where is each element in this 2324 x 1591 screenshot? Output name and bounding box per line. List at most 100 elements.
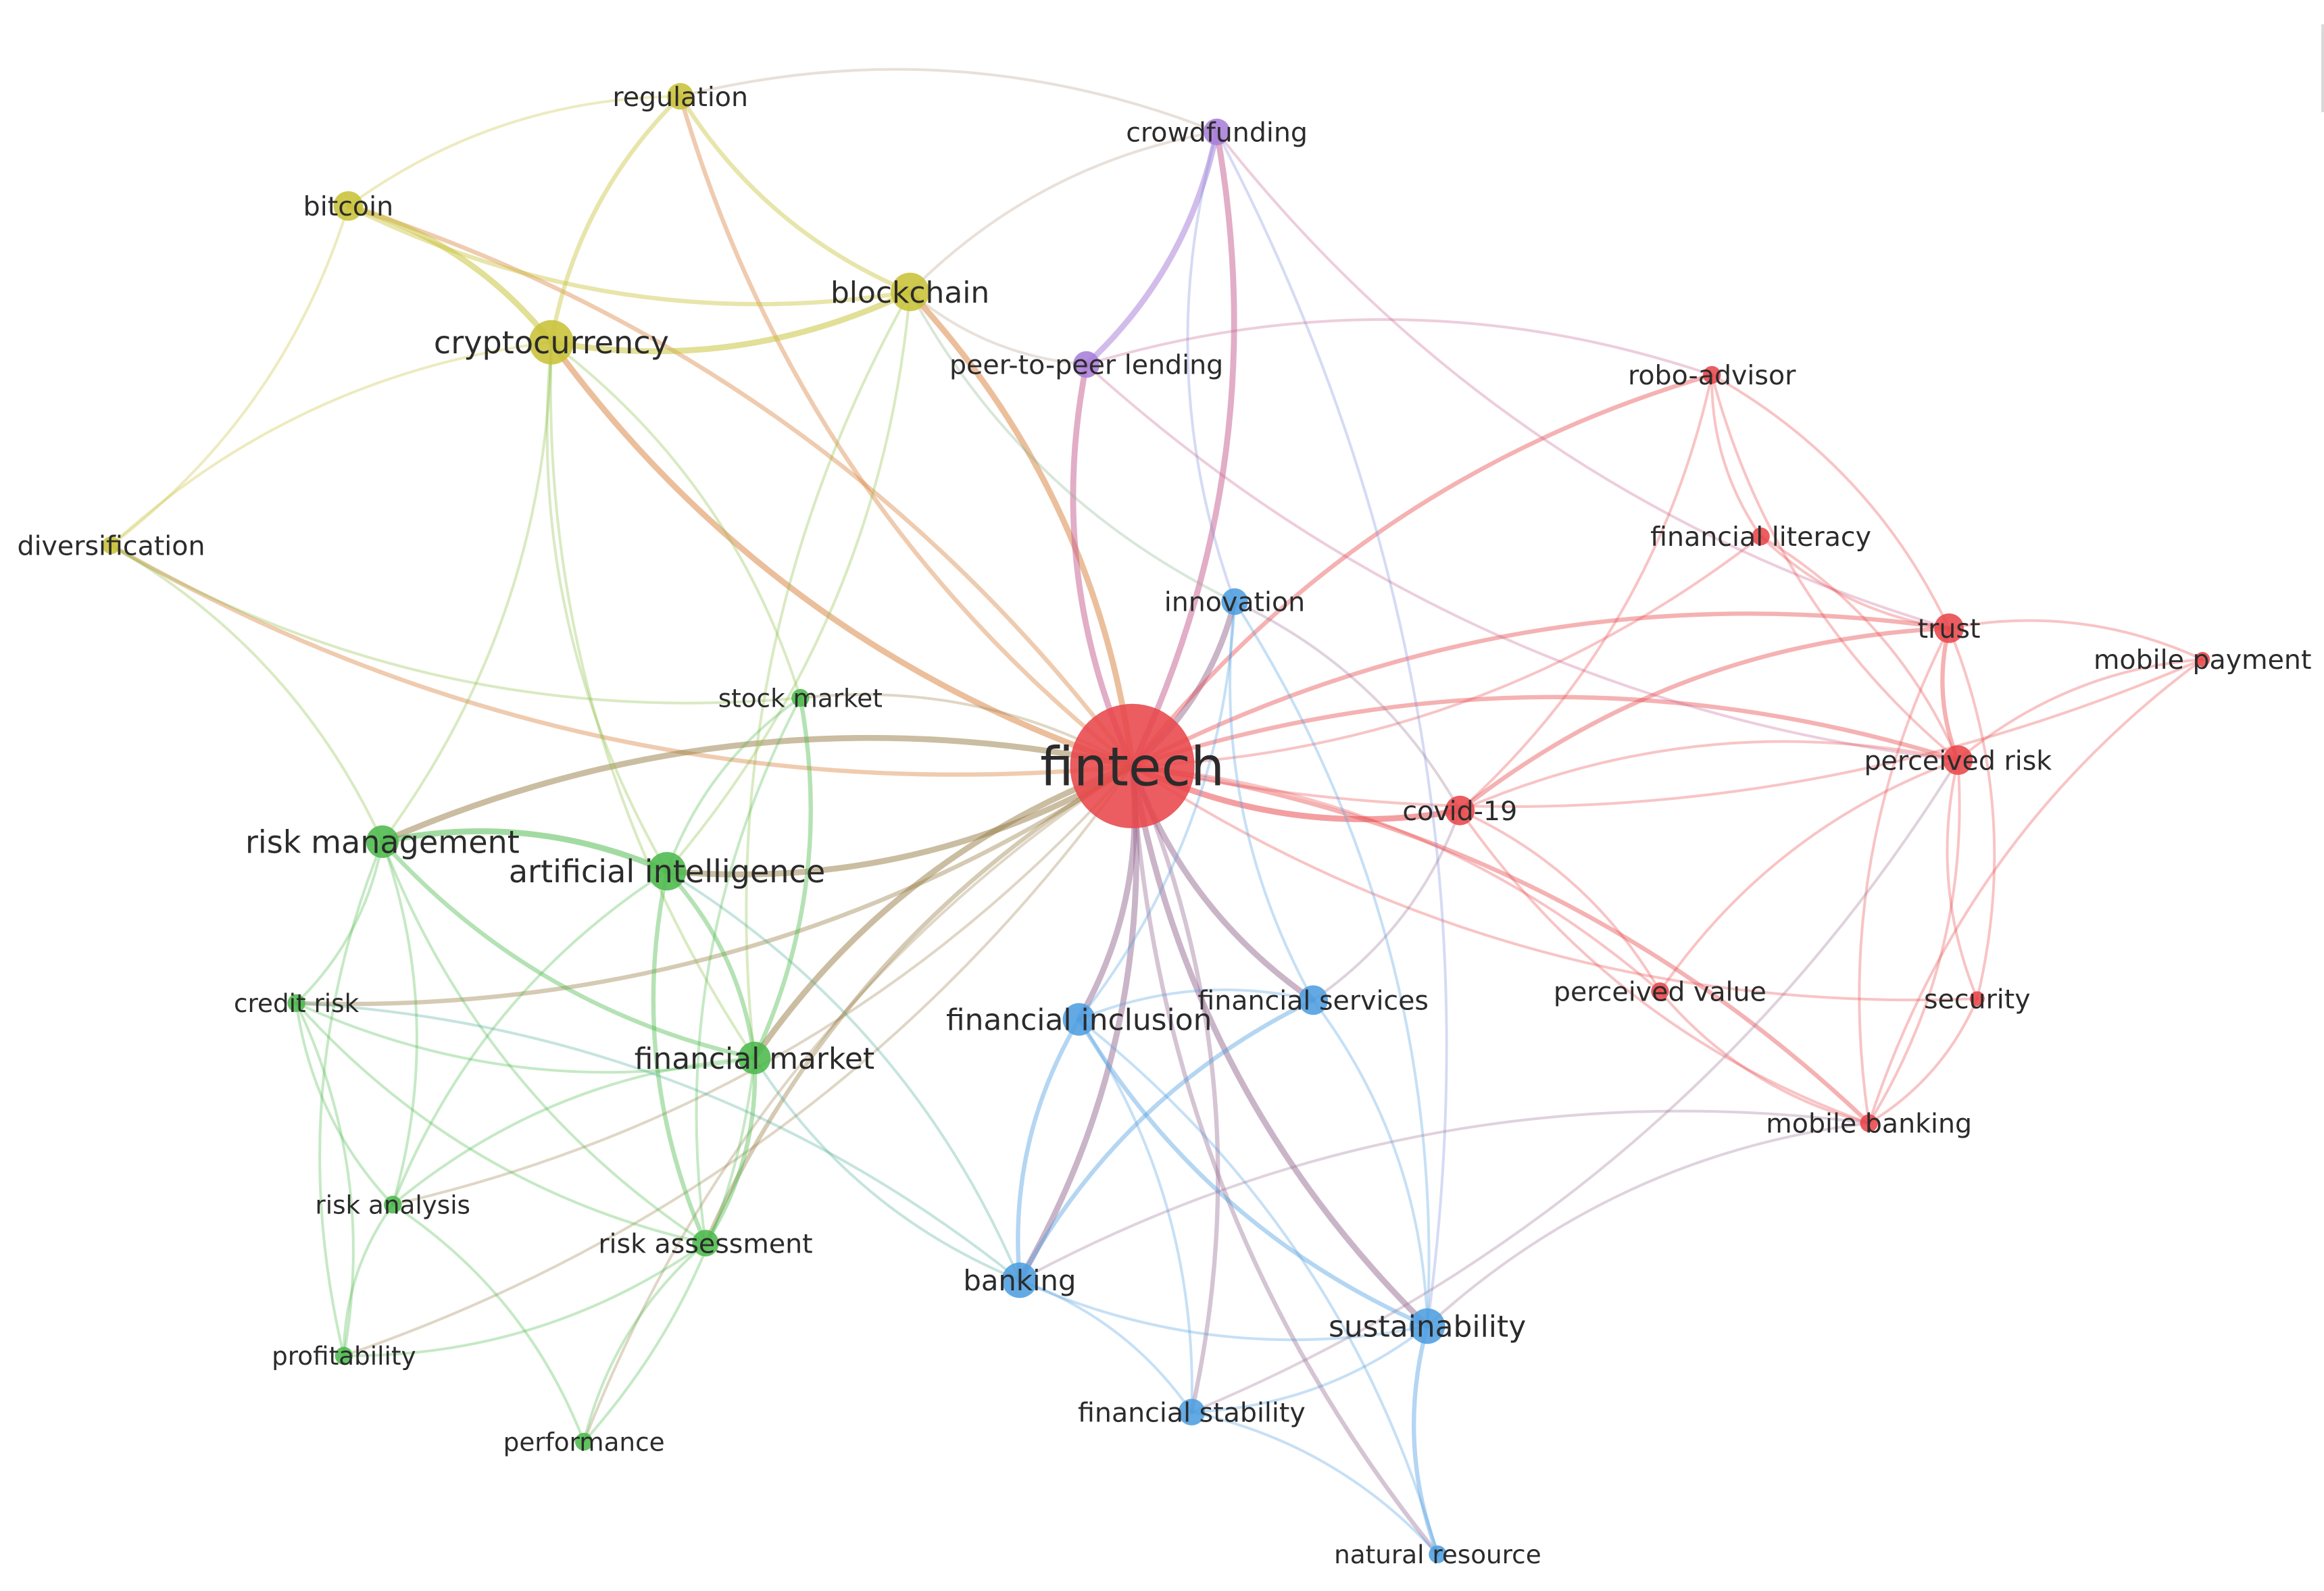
link-trust-mobbank [1858, 626, 1951, 1125]
label-crypto[interactable]: cryptocurrency [434, 324, 669, 361]
link-sustain-mobbank [1426, 1121, 1871, 1328]
label-finserv[interactable]: financial services [1197, 986, 1429, 1017]
label-percrisk[interactable]: perceived risk [1864, 745, 2052, 776]
node-security[interactable] [1969, 991, 1985, 1007]
link-percval-mobbank [1658, 990, 1871, 1125]
node-mobpay[interactable] [2195, 652, 2210, 667]
link-credit-riskas [295, 1001, 707, 1245]
label-perf[interactable]: performance [503, 1427, 665, 1457]
node-riskan[interactable] [384, 1195, 402, 1214]
link-riskas-profit [342, 1242, 707, 1357]
label-bitcoin[interactable]: bitcoin [303, 191, 393, 222]
node-finserv[interactable] [1298, 985, 1329, 1015]
link-riskmgmt-riskas [380, 840, 707, 1245]
node-finmkt[interactable] [738, 1041, 771, 1075]
label-security[interactable]: security [1924, 984, 2031, 1015]
node-blockchain[interactable] [891, 272, 930, 311]
node-fininc[interactable] [1062, 1003, 1095, 1036]
node-finlit[interactable] [1752, 527, 1770, 546]
label-sustain[interactable]: sustainability [1329, 1310, 1526, 1344]
node-riskmgmt[interactable] [366, 825, 399, 858]
node-percrisk[interactable] [1943, 745, 1973, 775]
link-fintech-trust [1130, 611, 1952, 769]
label-ai[interactable]: artificial intelligence [509, 853, 825, 890]
node-riskas[interactable] [692, 1230, 719, 1257]
link-trust-covid [1458, 626, 1952, 813]
node-finstab[interactable] [1178, 1398, 1206, 1425]
label-natres[interactable]: natural resource [1334, 1540, 1541, 1569]
label-stock[interactable]: stock market [718, 683, 883, 713]
node-credit[interactable] [287, 994, 305, 1013]
node-sustain[interactable] [1409, 1308, 1445, 1344]
link-finserv-sustain [1312, 999, 1429, 1328]
node-robo[interactable] [1703, 365, 1721, 384]
label-mobpay[interactable]: mobile payment [2094, 645, 2311, 676]
link-riskmgmt-finmkt [380, 839, 757, 1061]
label-banking[interactable]: banking [963, 1264, 1076, 1297]
label-fininc[interactable]: financial inclusion [946, 1003, 1212, 1038]
node-innov[interactable] [1221, 588, 1248, 615]
label-blockchain[interactable]: blockchain [831, 276, 989, 310]
label-fintech[interactable]: fintech [1040, 736, 1225, 798]
label-finstab[interactable]: financial stability [1078, 1397, 1306, 1428]
label-robo[interactable]: robo-advisor [1628, 360, 1796, 391]
label-trust[interactable]: trust [1918, 613, 1981, 645]
node-covid[interactable] [1445, 795, 1475, 826]
link-blockchain-innov [908, 291, 1236, 603]
label-profit[interactable]: profitability [272, 1341, 416, 1371]
link-ai-banking [666, 869, 1021, 1282]
node-fintech[interactable] [1070, 703, 1195, 828]
node-crowd[interactable] [1203, 118, 1231, 145]
node-divers[interactable] [102, 536, 120, 555]
link-crypto-blockchain [548, 288, 913, 355]
link-innov-sustain [1233, 600, 1431, 1328]
label-mobbank[interactable]: mobile banking [1766, 1109, 1972, 1140]
node-mobbank[interactable] [1860, 1114, 1878, 1132]
link-bitcoin-blockchain [346, 203, 912, 307]
link-security-mobbank [1867, 997, 1979, 1125]
label-credit[interactable]: credit risk [234, 988, 360, 1018]
node-natres[interactable] [1429, 1545, 1447, 1563]
link-finstab-natres [1190, 1411, 1439, 1556]
link-fintech-perf [583, 764, 1134, 1443]
link-crypto-riskmgmt [380, 340, 553, 843]
node-trust[interactable] [1934, 613, 1964, 643]
link-fintech-security [1131, 764, 1979, 1002]
link-crowd-trust [1215, 130, 1951, 630]
link-fintech-credit [294, 763, 1135, 1007]
link-fintech-finmkt [751, 763, 1135, 1061]
label-covid[interactable]: covid-19 [1402, 796, 1517, 827]
node-p2p[interactable] [1072, 351, 1100, 378]
node-bitcoin[interactable] [333, 191, 364, 221]
label-riskas[interactable]: risk assessment [598, 1228, 812, 1259]
link-finmkt-riskan [391, 1057, 756, 1207]
link-fintech-riskan [391, 764, 1134, 1207]
link-fintech-blockchain [907, 288, 1135, 769]
label-percval[interactable]: perceived value [1554, 977, 1766, 1008]
label-finmkt[interactable]: financial market [635, 1042, 874, 1076]
label-riskmgmt[interactable]: risk management [245, 824, 520, 860]
label-divers[interactable]: diversification [18, 530, 205, 561]
link-finmkt-banking [753, 1057, 1021, 1282]
link-crowd-sustain [1215, 130, 1448, 1328]
node-stock[interactable] [791, 688, 810, 707]
label-innov[interactable]: innovation [1164, 587, 1305, 618]
label-p2p[interactable]: peer-to-peer lending [949, 350, 1223, 381]
node-perf[interactable] [574, 1432, 593, 1451]
link-crypto-stock [549, 340, 802, 699]
node-ai[interactable] [647, 852, 687, 891]
label-finlit[interactable]: financial literacy [1650, 522, 1871, 553]
label-crowd[interactable]: crowdfunding [1126, 117, 1308, 148]
link-fintech-profit [342, 764, 1134, 1357]
node-banking[interactable] [1002, 1262, 1038, 1298]
node-profit[interactable] [335, 1346, 353, 1365]
link-percrisk-mobpay [1956, 658, 2204, 762]
link-finmkt-perf [583, 1057, 756, 1443]
link-sustain-natres [1411, 1323, 1440, 1557]
label-riskan[interactable]: risk analysis [315, 1190, 470, 1220]
label-regulation[interactable]: regulation [612, 82, 748, 113]
link-blockchain-ai [666, 291, 912, 873]
node-percval[interactable] [1651, 982, 1669, 1001]
node-regulation[interactable] [667, 82, 694, 110]
node-crypto[interactable] [529, 320, 574, 365]
